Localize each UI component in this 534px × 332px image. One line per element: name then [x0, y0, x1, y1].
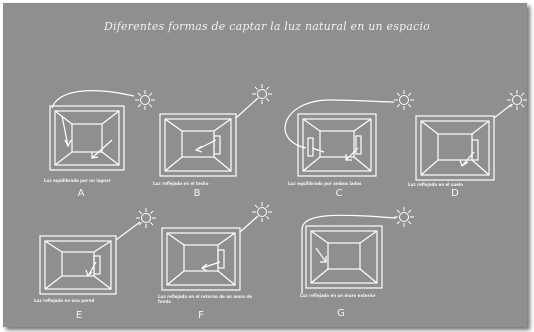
- diagram-a-letter: A: [77, 188, 85, 199]
- diagram-b-letter: B: [193, 188, 201, 199]
- diagram-c-caption: Luz equilibrada por ambos lados: [288, 181, 362, 186]
- diagram-f-caption: Luz reflejada en el retorno de un muro d…: [158, 294, 253, 304]
- diagram-g-letter: G: [337, 308, 345, 319]
- diagram-e-caption: Luz reflejada en una pared: [34, 298, 95, 303]
- page-title: Diferentes formas de captar la luz natur…: [104, 20, 430, 33]
- diagram-f-letter: F: [198, 310, 204, 321]
- diagram-g-sketch: [301, 206, 415, 294]
- diagram-d-sketch: [415, 89, 528, 181]
- diagram-e-letter: E: [75, 310, 83, 321]
- diagram-a-sketch: [49, 89, 156, 171]
- diagram-e-sketch: [39, 207, 157, 295]
- diagram-a-caption: Luz equilibrada por un lagnar: [44, 178, 111, 183]
- diagram-b-sketch: [159, 83, 273, 177]
- diagram-d-letter: D: [451, 188, 459, 199]
- diagram-f-sketch: [161, 201, 273, 291]
- diagram-b-caption: Luz reflejada en el techo: [153, 181, 209, 186]
- diagram-g-caption: Luz reflejada en un muro exterior: [300, 293, 376, 298]
- diagram-d-caption: Luz reflejada en el suelo: [408, 182, 463, 187]
- diagram-c-letter: C: [335, 188, 343, 199]
- diagram-c-sketch: [284, 89, 415, 177]
